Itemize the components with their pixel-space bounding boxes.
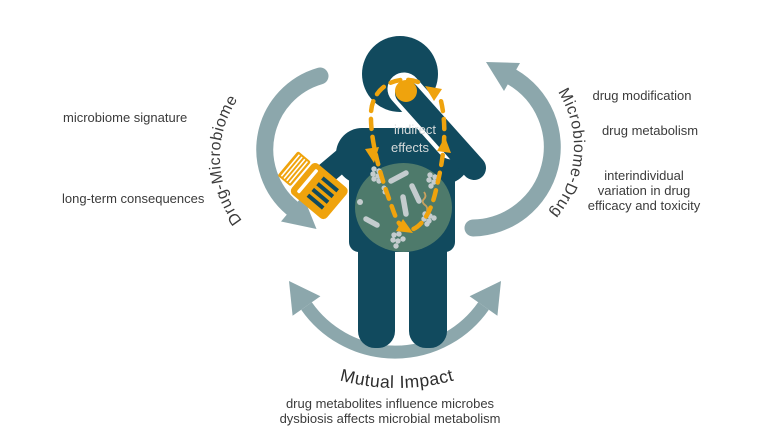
cap-ridges	[280, 154, 309, 184]
label-drug-metabolites: drug metabolites influence microbes	[286, 396, 495, 411]
label-dysbiosis: dysbiosis affects microbial metabolism	[280, 411, 501, 426]
label-drug-modification: drug modification	[593, 88, 692, 103]
bottle-highlight	[297, 169, 318, 194]
drug-microbiome-label: Drug-Microbiome	[207, 92, 246, 228]
pill-bottle	[278, 151, 348, 220]
drug-microbiome-arrowhead	[281, 195, 317, 229]
label-variation-in-drug: variation in drug	[598, 183, 691, 198]
right-forearm	[395, 81, 486, 180]
bottle-label-stripes	[306, 176, 339, 210]
indirect-effects-loop	[365, 77, 451, 233]
loop-dashed-path	[368, 77, 447, 233]
loop-arrow-left-down	[365, 147, 379, 163]
bacilli-rods	[363, 170, 422, 228]
human-figure	[305, 36, 486, 348]
cycle-arrows	[256, 62, 561, 359]
mutual-impact-label: Mutual Impact	[338, 365, 455, 392]
microbiome-drug-arrowhead	[486, 62, 520, 91]
mutual-impact-left-arrowhead	[289, 281, 321, 316]
label-microbiome-signature: microbiome signature	[63, 110, 187, 125]
label-efficacy-toxicity: efficacy and toxicity	[588, 198, 701, 213]
loop-arrow-right-up	[437, 137, 451, 153]
loop-arrow-bottom	[396, 219, 413, 233]
label-interindividual: interindividual	[604, 168, 684, 183]
loop-arrow-top	[425, 86, 442, 101]
indirect-effects-label-line1: indirect	[394, 122, 436, 137]
indirect-effects-label-line2: effects	[391, 140, 430, 155]
label-long-term-consequences: long-term consequences	[62, 191, 205, 206]
drug-microbiome-arc	[256, 67, 329, 217]
mutual-impact-right-arrowhead	[469, 281, 501, 316]
bottle-body	[290, 162, 348, 220]
spirochete-squiggle	[421, 191, 429, 212]
pill	[395, 80, 417, 102]
label-drug-metabolism: drug metabolism	[602, 123, 698, 138]
bottle-cap	[278, 151, 311, 186]
microbiome-drug-arc	[464, 68, 561, 237]
mutual-impact-arc	[301, 302, 489, 359]
